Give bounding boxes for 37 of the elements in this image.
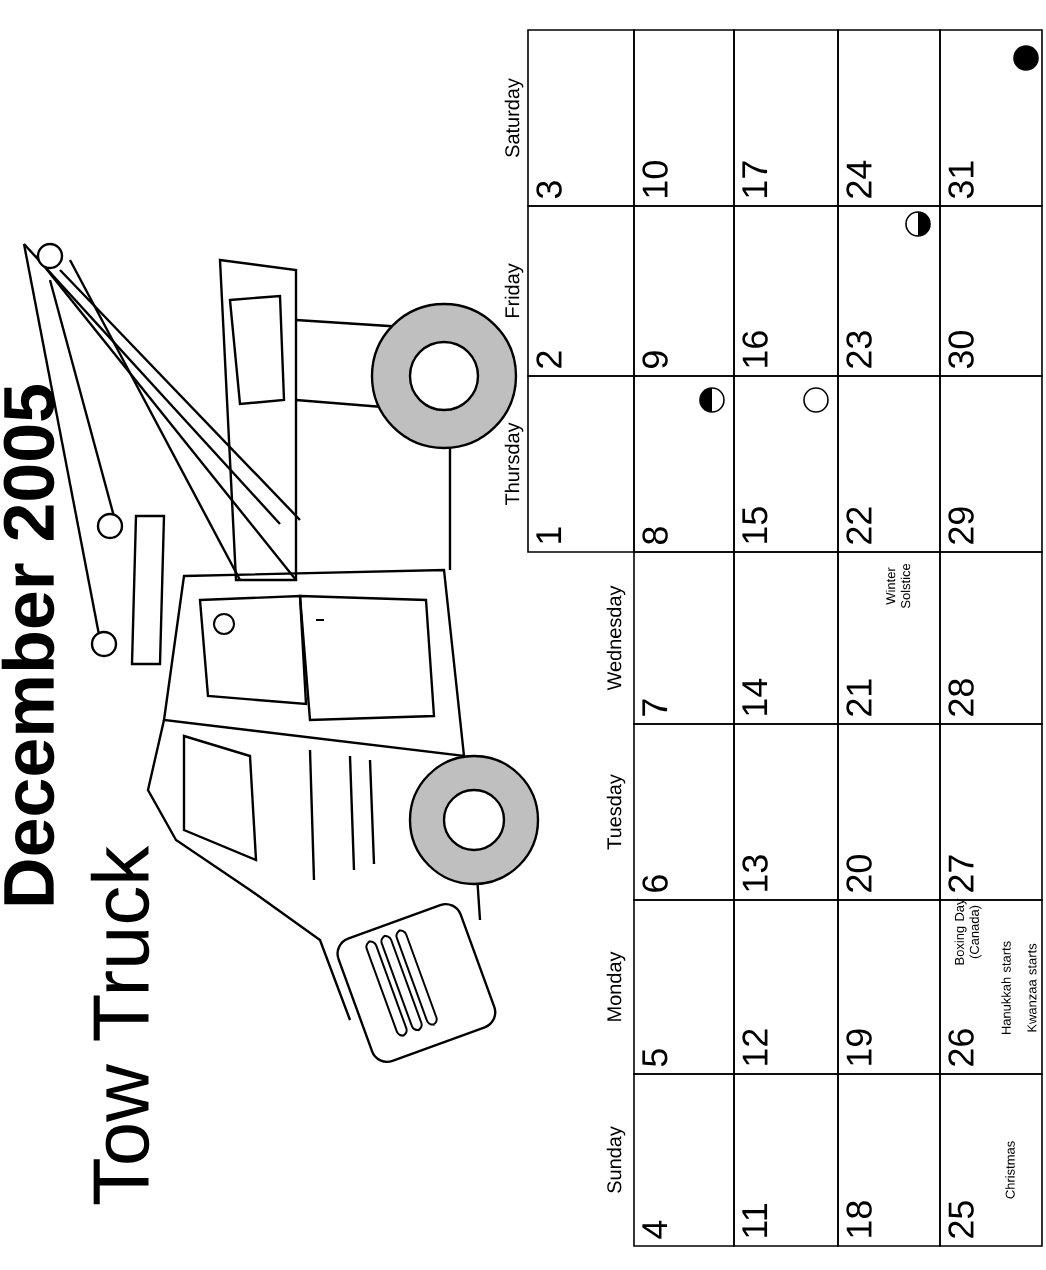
weekday-label: Saturday [504, 78, 524, 157]
calendar-cell: 3 [527, 29, 635, 207]
weekday-label: Tuesday [606, 774, 626, 850]
calendar-cell: 30 [939, 205, 1043, 377]
calendar-cell: 28 [939, 551, 1043, 725]
calendar-cell: 2 [527, 205, 635, 377]
calendar-cell: 29 [939, 375, 1043, 553]
calendar-cell: 7 [633, 551, 735, 725]
calendar-cell: 14 [733, 551, 839, 725]
calendar-cell: 12 [733, 899, 839, 1075]
calendar-cell: 20 [837, 723, 941, 901]
calendar-cell: 31 [939, 29, 1043, 207]
calendar-cell: 18 [837, 1073, 941, 1247]
calendar-cell: 16 [733, 205, 839, 377]
weekday-label: Monday [606, 951, 626, 1021]
calendar-cell: 15 [733, 375, 839, 553]
weekday-label: Thursday [504, 422, 524, 506]
calendar-cell: 10 [633, 29, 735, 207]
calendar-cell: 11 [733, 1073, 839, 1247]
weekday-label: Wednesday [606, 585, 626, 691]
weekday-label: Sunday [606, 1126, 626, 1193]
calendar-cell: 5 [633, 899, 735, 1075]
calendar-cell: 19 [837, 899, 941, 1075]
calendar-cell: 23 [837, 205, 941, 377]
title: December 2005 [1, 385, 55, 905]
calendar-cell: 13 [733, 723, 839, 901]
weekday-label: Friday [504, 263, 524, 318]
calendar-cell: 9 [633, 205, 735, 377]
calendar-cell: 8 [633, 375, 735, 553]
calendar-cell: 22 [837, 375, 941, 553]
calendar-cell: 27 [939, 723, 1043, 901]
calendar-cell: 24 [837, 29, 941, 207]
calendar-cell: 4 [633, 1073, 735, 1247]
calendar-cell: 1 [527, 375, 635, 553]
calendar-cell: 6 [633, 723, 735, 901]
calendar-cell: 17 [733, 29, 839, 207]
heading: Tow Truck [90, 845, 150, 1205]
